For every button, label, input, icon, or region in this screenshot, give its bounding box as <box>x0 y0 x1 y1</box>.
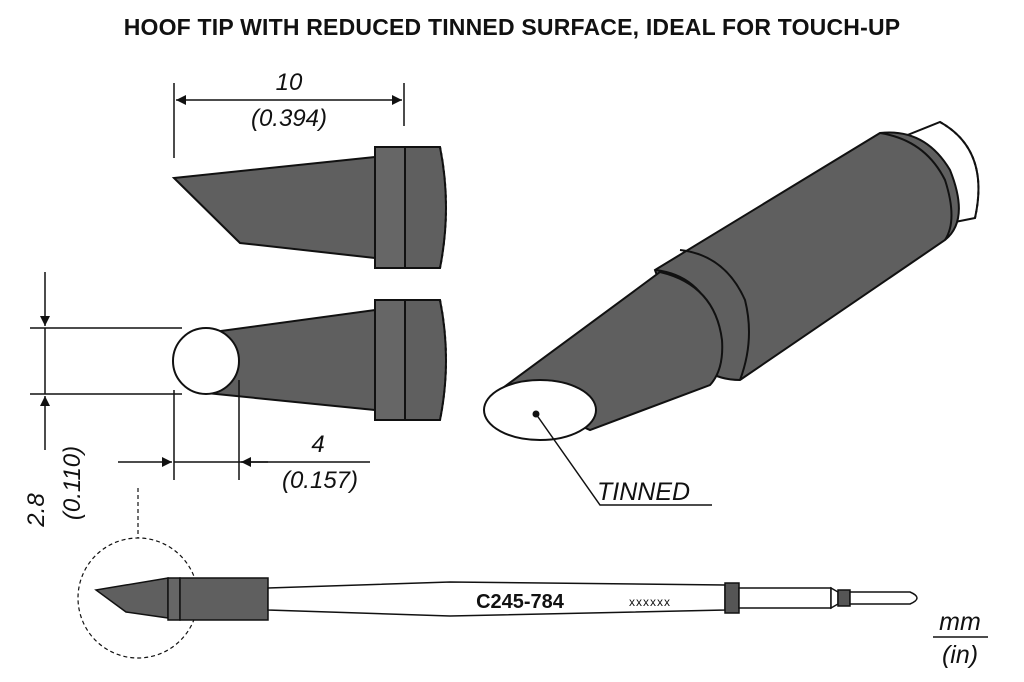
dimension-width: 4 (0.157) <box>118 380 370 494</box>
length-in-label: (0.394) <box>251 105 327 132</box>
tinned-label: TINNED <box>597 478 690 506</box>
width-mm-label: 4 <box>311 431 324 458</box>
batch-code: xxxxxx <box>629 595 671 609</box>
diameter-in-label: (0.110) <box>59 446 86 520</box>
part-number: C245-784 <box>476 591 565 613</box>
dimension-diameter: 2.8 (0.110) <box>23 272 182 528</box>
tip-face-view <box>172 299 447 421</box>
diameter-mm-label: 2.8 <box>23 493 50 528</box>
unit-mm: mm <box>939 608 981 636</box>
page-title: HOOF TIP WITH REDUCED TINNED SURFACE, ID… <box>123 14 901 40</box>
cartridge-view: C245-784 xxxxxx <box>77 537 918 659</box>
length-mm-label: 10 <box>276 69 303 96</box>
width-in-label: (0.157) <box>282 467 358 494</box>
tinned-surface <box>483 379 597 441</box>
unit-in: (in) <box>942 641 978 669</box>
dimension-length: 10 (0.394) <box>173 69 405 158</box>
tip-side-view <box>171 146 447 269</box>
tip-isometric-view: TINNED <box>483 120 980 506</box>
units-legend: mm (in) <box>933 608 988 669</box>
